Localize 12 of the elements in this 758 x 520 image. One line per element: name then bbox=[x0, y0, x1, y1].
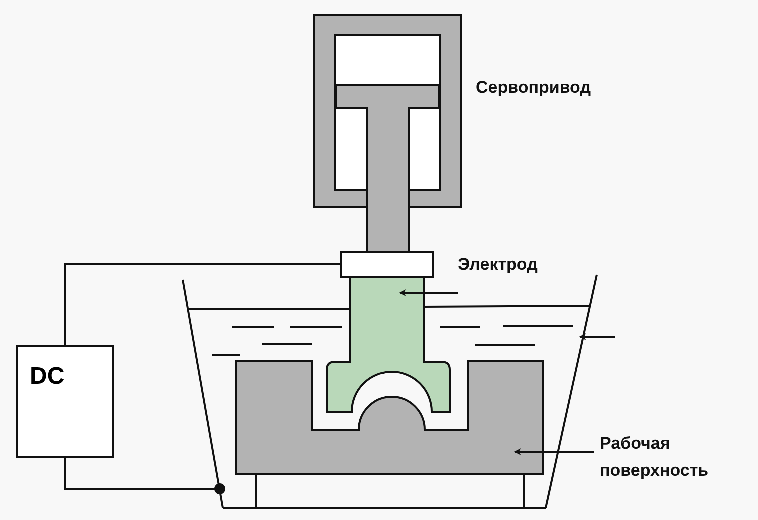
leader-arrow bbox=[399, 290, 458, 296]
callout-label: Электрод bbox=[458, 254, 539, 276]
wire-line bbox=[64, 264, 341, 345]
power-supply-box bbox=[16, 345, 114, 458]
leader-arrow bbox=[514, 448, 594, 456]
workpiece-drawing bbox=[235, 360, 544, 475]
flow-arrow bbox=[579, 334, 615, 340]
power-label: DC bbox=[30, 363, 65, 391]
connector-line bbox=[64, 458, 226, 494]
electrode-holder bbox=[340, 251, 434, 278]
part-label: Сервопривод bbox=[476, 77, 592, 99]
callout-label: Рабочая поверхность bbox=[600, 433, 710, 482]
